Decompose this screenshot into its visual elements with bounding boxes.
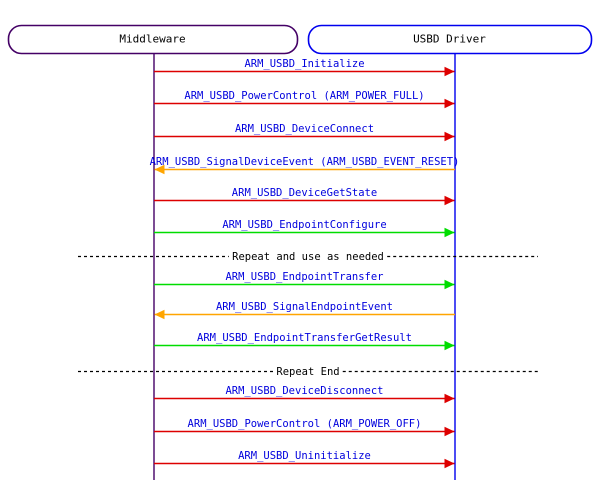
actor-box-middleware[interactable]: Middleware	[7, 24, 299, 55]
separator-label: Repeat and use as needed	[232, 251, 384, 263]
message-label: ARM_USBD_Initialize	[244, 58, 364, 70]
message-label: ARM_USBD_EndpointTransferGetResult	[197, 332, 412, 344]
separator-label: Repeat End	[276, 366, 339, 378]
message-label: ARM_USBD_EndpointConfigure	[222, 219, 386, 231]
separator-0: Repeat and use as needed	[78, 251, 538, 263]
message-label: ARM_USBD_DeviceGetState	[232, 187, 377, 199]
message-label: ARM_USBD_PowerControl (ARM_POWER_FULL)	[184, 90, 424, 102]
messages-group: ARM_USBD_InitializeARM_USBD_PowerControl…	[150, 58, 460, 469]
message-11[interactable]: ARM_USBD_Uninitialize	[154, 450, 455, 469]
actor-box-usbd_driver[interactable]: USBD Driver	[307, 24, 593, 55]
message-label: ARM_USBD_DeviceDisconnect	[225, 385, 383, 397]
message-label: ARM_USBD_EndpointTransfer	[225, 271, 383, 283]
message-label: ARM_USBD_DeviceConnect	[235, 123, 374, 135]
actor-label: Middleware	[119, 33, 185, 46]
message-8[interactable]: ARM_USBD_EndpointTransferGetResult	[154, 332, 455, 351]
message-0[interactable]: ARM_USBD_Initialize	[154, 58, 455, 77]
message-10[interactable]: ARM_USBD_PowerControl (ARM_POWER_OFF)	[154, 418, 455, 437]
message-9[interactable]: ARM_USBD_DeviceDisconnect	[154, 385, 455, 404]
message-6[interactable]: ARM_USBD_EndpointTransfer	[154, 271, 455, 290]
message-7[interactable]: ARM_USBD_SignalEndpointEvent	[154, 301, 456, 320]
actor-boxes-group: Middleware USBD Driver	[7, 24, 593, 55]
actor-box-rect	[7, 24, 299, 55]
message-label: ARM_USBD_SignalDeviceEvent (ARM_USBD_EVE…	[150, 156, 460, 168]
actor-label: USBD Driver	[413, 33, 486, 46]
message-label: ARM_USBD_Uninitialize	[238, 450, 371, 462]
message-label: ARM_USBD_SignalEndpointEvent	[216, 301, 393, 313]
message-label: ARM_USBD_PowerControl (ARM_POWER_OFF)	[188, 418, 422, 430]
message-3[interactable]: ARM_USBD_SignalDeviceEvent (ARM_USBD_EVE…	[150, 156, 460, 175]
actor-box-rect	[307, 24, 593, 55]
message-5[interactable]: ARM_USBD_EndpointConfigure	[154, 219, 455, 238]
message-2[interactable]: ARM_USBD_DeviceConnect	[154, 123, 455, 142]
separator-1: Repeat End	[78, 366, 538, 378]
message-1[interactable]: ARM_USBD_PowerControl (ARM_POWER_FULL)	[154, 90, 455, 109]
message-4[interactable]: ARM_USBD_DeviceGetState	[154, 187, 455, 206]
lifelines-group	[153, 53, 456, 480]
